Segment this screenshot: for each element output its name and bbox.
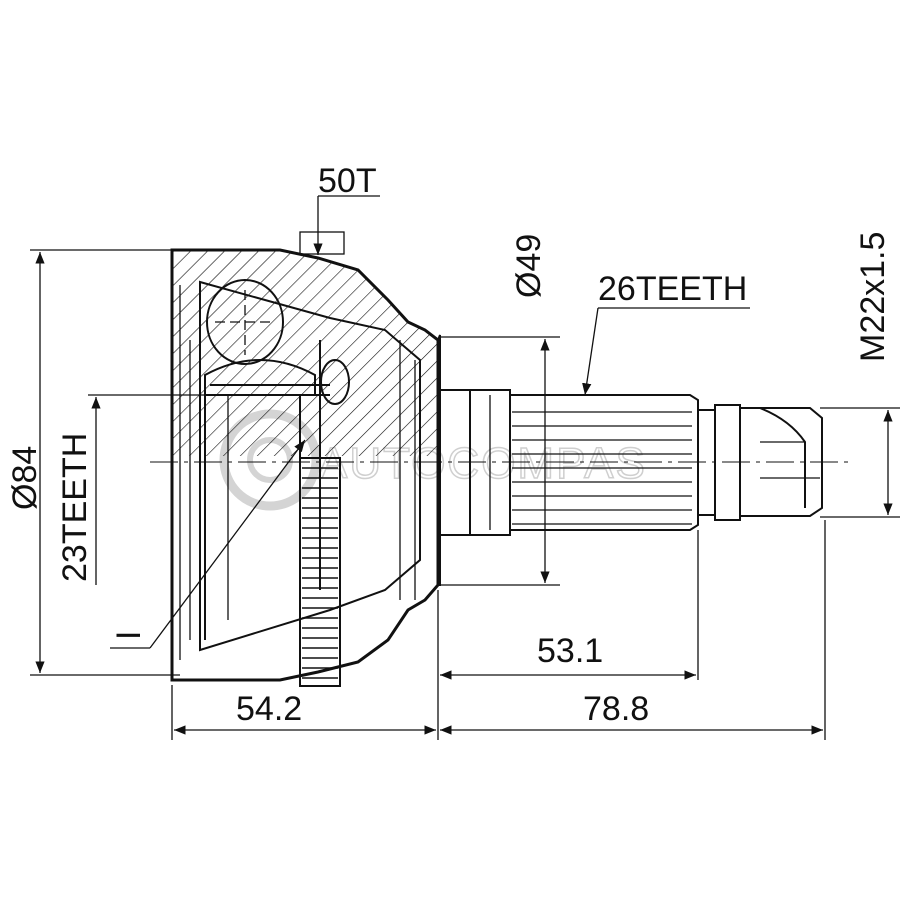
label-54-2: 54.2 bbox=[236, 690, 302, 728]
label-d49: Ø49 bbox=[510, 234, 548, 298]
label-d84: Ø84 bbox=[6, 446, 44, 510]
dim-26teeth: 26TEETH bbox=[582, 270, 750, 396]
dim-50t: 50T bbox=[299, 162, 380, 255]
label-53-1: 53.1 bbox=[537, 632, 603, 670]
dim-thread: M22x1.5 bbox=[820, 232, 900, 518]
dim-53-1: 53.1 bbox=[437, 530, 699, 740]
label-i: I bbox=[110, 631, 148, 640]
label-26teeth: 26TEETH bbox=[598, 270, 747, 308]
abs-ring bbox=[299, 457, 341, 687]
dim-ref-i: I bbox=[110, 439, 306, 649]
ball bbox=[204, 279, 350, 405]
dim-78-8: 78.8 bbox=[440, 520, 826, 740]
label-thread: M22x1.5 bbox=[854, 232, 892, 362]
label-50t: 50T bbox=[318, 162, 377, 200]
label-23teeth: 23TEETH bbox=[56, 433, 94, 582]
dim-d49: Ø49 bbox=[440, 234, 560, 586]
dim-54-2: 54.2 bbox=[171, 685, 436, 740]
dim-d84: Ø84 bbox=[6, 249, 180, 676]
dim-23teeth: 23TEETH bbox=[56, 394, 210, 585]
label-78-8: 78.8 bbox=[583, 690, 649, 728]
